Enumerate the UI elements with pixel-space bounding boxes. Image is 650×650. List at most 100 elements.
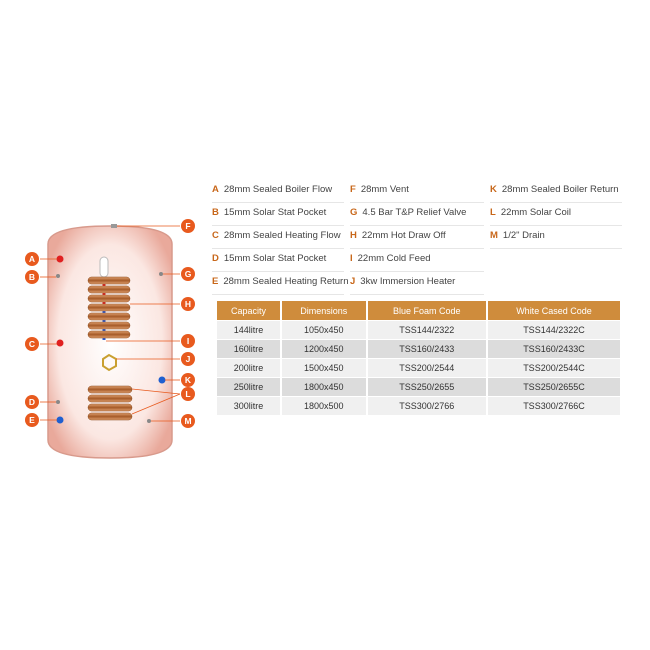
callout-circle <box>25 252 39 266</box>
legend-letter: E <box>212 276 219 287</box>
table-cell: 1200x450 <box>282 340 366 358</box>
callout-letter: J <box>186 354 191 364</box>
legend-letter: K <box>490 184 497 195</box>
callout-circle <box>25 413 39 427</box>
legend-letter: G <box>350 207 358 218</box>
legend-text: 28mm Vent <box>360 184 409 195</box>
legend-item: L 22mm Solar Coil <box>490 203 622 226</box>
immersion-heater-icon <box>102 353 117 372</box>
legend-letter: M <box>490 230 498 241</box>
lower-coil <box>87 385 133 421</box>
table-cell: TSS144/2322 <box>367 321 486 339</box>
callout-l: L <box>181 387 195 401</box>
callout-d: D <box>25 395 39 409</box>
legend-text: 15mm Solar Stat Pocket <box>223 253 327 264</box>
legend-letter: B <box>212 207 219 218</box>
table-row: 144litre 1050x450 TSS144/2322 TSS144/232… <box>217 321 620 339</box>
callout-c: C <box>25 337 39 351</box>
table-cell: TSS160/2433C <box>487 340 620 358</box>
callout-letter: F <box>185 221 190 231</box>
callout-e: E <box>25 413 39 427</box>
table-row: 200litre 1500x450 TSS200/2544 TSS200/254… <box>217 359 620 377</box>
legend-item: K 28mm Sealed Boiler Return <box>490 180 622 203</box>
legend-item: J 3kw Immersion Heater <box>350 272 484 295</box>
legend-letter: F <box>350 184 356 195</box>
callout-g: G <box>181 267 195 281</box>
table-cell: TSS300/2766 <box>367 397 486 415</box>
legend-letter: I <box>350 253 353 264</box>
callout-letter: K <box>185 375 192 385</box>
table-cell: 144litre <box>217 321 281 339</box>
legend-text: 22mm Hot Draw Off <box>361 230 446 241</box>
legend-text: 28mm Sealed Boiler Return <box>501 184 619 195</box>
callout-circle <box>181 387 195 401</box>
legend-item: I 22mm Cold Feed <box>350 249 484 272</box>
table-cell: 1050x450 <box>282 321 366 339</box>
callout-circle <box>181 297 195 311</box>
legend-letter: H <box>350 230 357 241</box>
port-b <box>56 274 60 278</box>
table-row: 300litre 1800x500 TSS300/2766 TSS300/276… <box>217 397 620 415</box>
table-row: 160litre 1200x450 TSS160/2433 TSS160/243… <box>217 340 620 358</box>
table-cell: TSS200/2544 <box>367 359 486 377</box>
callout-circle <box>25 337 39 351</box>
table-cell: 200litre <box>217 359 281 377</box>
leader-lines <box>40 225 181 422</box>
legend-item: B 15mm Solar Stat Pocket <box>212 203 344 226</box>
legend-letter: L <box>490 207 496 218</box>
table-cell: TSS250/2655 <box>367 378 486 396</box>
callout-k: K <box>181 373 195 387</box>
table-cell: 250litre <box>217 378 281 396</box>
port-a <box>56 255 64 263</box>
legend-text: 3kw Immersion Heater <box>360 276 456 287</box>
tank-body <box>47 225 173 459</box>
table-cell: 160litre <box>217 340 281 358</box>
callout-circle <box>181 334 195 348</box>
header-capacity: Capacity <box>217 301 281 320</box>
port-e <box>56 416 64 424</box>
callout-letter: A <box>29 254 35 264</box>
callout-letter: M <box>184 416 191 426</box>
table-cell: TSS250/2655C <box>487 378 620 396</box>
callout-letter: C <box>29 339 35 349</box>
callout-circle <box>25 395 39 409</box>
legend-text: 22mm Cold Feed <box>357 253 431 264</box>
table-cell: 1500x450 <box>282 359 366 377</box>
callout-letter: G <box>185 269 192 279</box>
legend-text: 28mm Sealed Heating Flow <box>223 230 341 241</box>
callout-circle <box>25 270 39 284</box>
spec-table: Capacity Dimensions Blue Foam Code White… <box>215 300 622 416</box>
callout-circle <box>181 352 195 366</box>
legend-text: 15mm Solar Stat Pocket <box>223 207 327 218</box>
legend-letter: J <box>350 276 356 287</box>
header-dimensions: Dimensions <box>282 301 366 320</box>
callout-letter: E <box>29 415 35 425</box>
callout-circle <box>181 267 195 281</box>
callout-b: B <box>25 270 39 284</box>
legend-letter: A <box>212 184 219 195</box>
header-white-cased-code: White Cased Code <box>487 301 620 320</box>
upper-coil <box>87 256 131 340</box>
callout-circle <box>181 219 195 233</box>
table-cell: TSS144/2322C <box>487 321 620 339</box>
callout-letter: D <box>29 397 35 407</box>
vent-stub <box>111 224 117 228</box>
table-row: 250litre 1800x450 TSS250/2655 TSS250/265… <box>217 378 620 396</box>
port-d <box>56 400 60 404</box>
legend-column-3: K 28mm Sealed Boiler Return L 22mm Solar C… <box>490 180 622 249</box>
table-cell: 1800x450 <box>282 378 366 396</box>
legend-text: 22mm Solar Coil <box>500 207 572 218</box>
callout-h: H <box>181 297 195 311</box>
table-cell: 300litre <box>217 397 281 415</box>
callout-circle <box>181 373 195 387</box>
legend-item: F 28mm Vent <box>350 180 484 203</box>
